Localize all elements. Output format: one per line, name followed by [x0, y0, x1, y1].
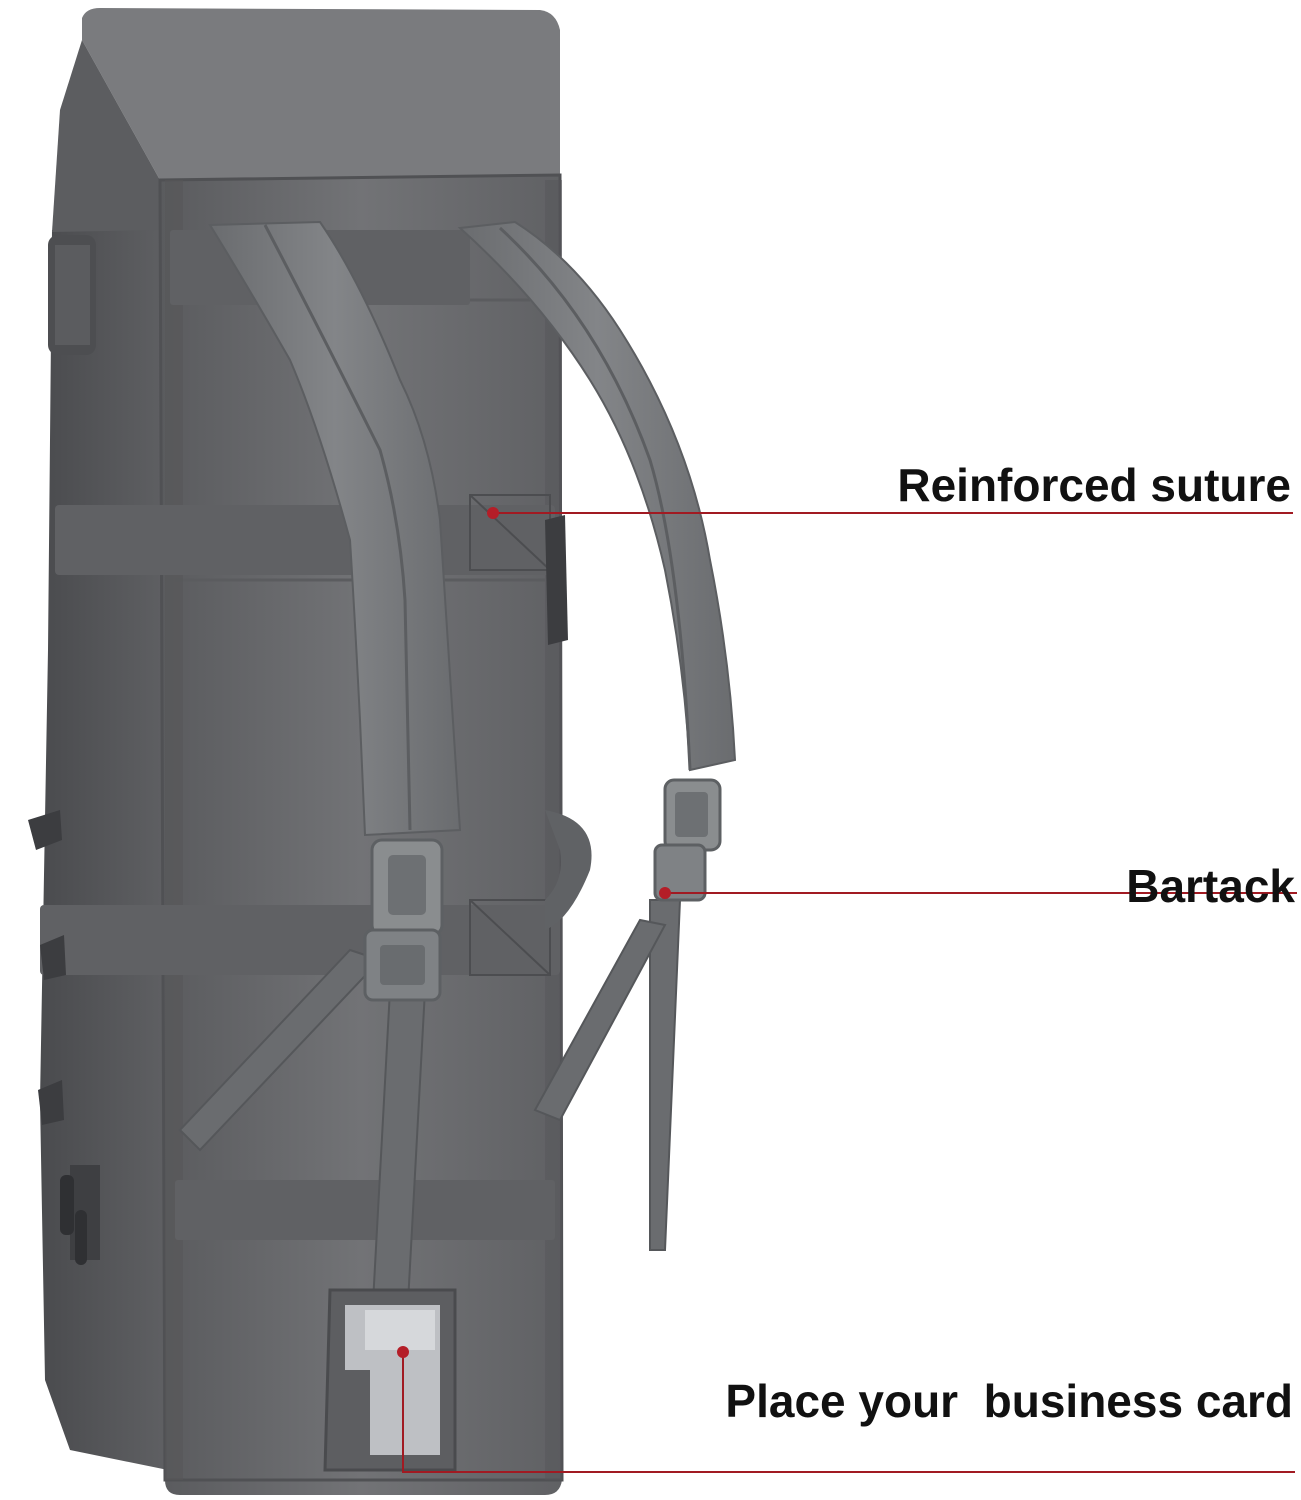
business-card-pocket	[323, 1288, 457, 1472]
right-buckle	[653, 778, 722, 902]
callout-leader-lines	[402, 512, 1297, 1473]
callout-dots	[397, 507, 671, 1358]
zipper-pulls	[60, 1175, 87, 1265]
waist-strap	[545, 810, 592, 930]
callout-label-bartack: Bartack	[1126, 860, 1295, 912]
side-loops	[28, 515, 568, 1125]
callout-label-business-card: Place your business card	[725, 1375, 1293, 1427]
left-buckle	[363, 838, 444, 1002]
bag-top	[82, 8, 560, 180]
callout-label-reinforced-suture: Reinforced suture	[897, 459, 1291, 511]
bag-side-panel	[40, 225, 168, 1470]
right-shoulder-strap	[457, 220, 737, 1251]
